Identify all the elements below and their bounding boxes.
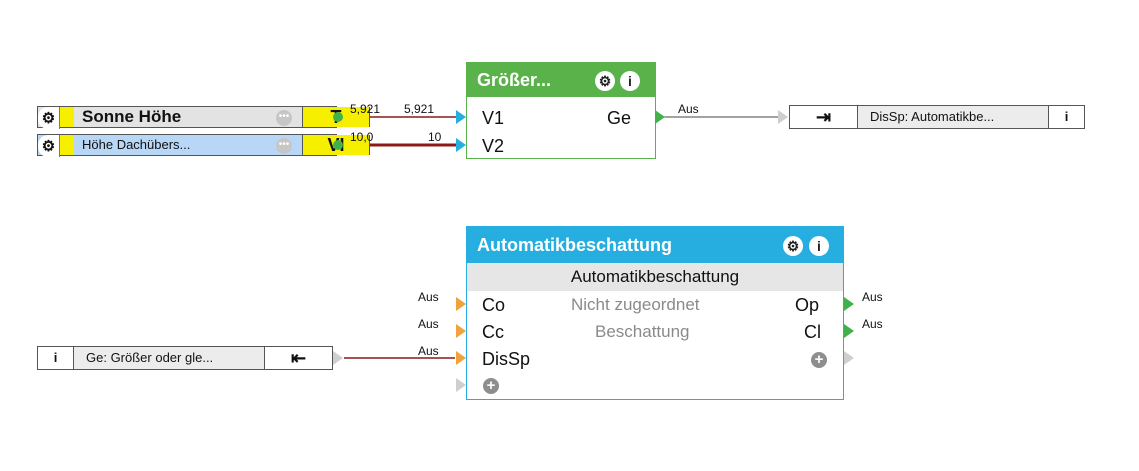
output-label-cl: Cl xyxy=(804,322,821,342)
wire-value-label: 5,921 xyxy=(350,102,381,116)
status-text: Nicht zugeordnet xyxy=(571,295,700,314)
sensor-label: Sonne Höhe xyxy=(82,107,182,126)
input-port-cc[interactable] xyxy=(456,324,466,338)
input-port-co[interactable] xyxy=(456,297,466,311)
gear-icon[interactable]: ⚙ xyxy=(38,107,60,129)
output-label-ge: Ge xyxy=(607,108,632,128)
wire-value-label: Aus xyxy=(678,102,699,116)
output-label-op: Op xyxy=(795,295,820,315)
input-port-v2[interactable] xyxy=(456,138,466,152)
input-port-add[interactable] xyxy=(456,378,466,392)
input-port-v1[interactable] xyxy=(456,110,466,124)
shade-block[interactable]: Automatikbeschattung ⚙ i Automatikbescha… xyxy=(466,226,844,400)
wire-value-label: 10 xyxy=(428,130,442,144)
input-label-cc: Cc xyxy=(482,322,504,342)
connector-label: DisSp: Automatikbe... xyxy=(858,106,1048,128)
input-label-v2: V2 xyxy=(482,136,505,156)
wire-value-label: 10,0 xyxy=(350,130,374,144)
block-title: Größer... xyxy=(477,70,552,90)
connector-output-port[interactable] xyxy=(333,351,343,365)
input-label-co: Co xyxy=(482,295,506,315)
wire-value-label: Aus xyxy=(418,344,439,358)
wire-value-label: Aus xyxy=(418,290,439,304)
wire-value-label: Aus xyxy=(862,290,883,304)
status-text: Beschattung xyxy=(595,322,690,341)
output-port-cl[interactable] xyxy=(844,324,854,338)
connector-in-icon: ⇤ xyxy=(264,347,332,369)
wire-value-label: 5,921 xyxy=(404,102,435,116)
block-subtitle: Automatikbeschattung xyxy=(467,263,843,291)
output-port-ge[interactable] xyxy=(655,110,665,124)
block-title: Automatikbeschattung xyxy=(477,235,673,255)
gear-icon[interactable]: ⚙ xyxy=(38,135,60,157)
sensor-label: Höhe Dachübers... xyxy=(82,137,191,152)
input-label-v1: V1 xyxy=(482,108,505,128)
ellipsis-icon[interactable]: ••• xyxy=(276,138,292,154)
wire-value-label: Aus xyxy=(418,317,439,331)
info-icon[interactable]: i xyxy=(620,71,640,91)
connector-out-icon: ⇥ xyxy=(790,106,858,128)
plus-icon[interactable]: + xyxy=(483,378,499,394)
input-port-dissp[interactable] xyxy=(456,351,466,365)
connector-input-port[interactable] xyxy=(778,110,788,124)
output-port-add[interactable] xyxy=(844,351,854,365)
output-connector[interactable]: ⇥ DisSp: Automatikbe... i xyxy=(789,105,1085,129)
sensor-row-hoehe-dachueberstand[interactable]: ⚙ Höhe Dachübers... ••• VI xyxy=(37,134,370,157)
ellipsis-icon[interactable]: ••• xyxy=(276,110,292,126)
connector-label: Ge: Größer oder gle... xyxy=(74,347,264,369)
info-icon[interactable]: i xyxy=(809,236,829,256)
wire-value-label: Aus xyxy=(862,317,883,331)
info-icon[interactable]: i xyxy=(38,347,74,369)
compare-block[interactable]: Größer... ⚙ i V1 V2 Ge xyxy=(466,62,656,159)
input-connector[interactable]: i Ge: Größer oder gle... ⇤ xyxy=(37,346,333,370)
color-marker xyxy=(60,107,74,127)
gear-icon[interactable]: ⚙ xyxy=(595,71,615,91)
info-icon[interactable]: i xyxy=(1048,106,1084,128)
color-marker xyxy=(60,135,74,155)
output-port-vi[interactable] xyxy=(333,140,343,150)
sensor-row-sonne-hoehe[interactable]: ⚙ Sonne Höhe ••• T xyxy=(37,106,370,129)
block-header[interactable]: Automatikbeschattung xyxy=(467,227,843,263)
input-label-dissp: DisSp xyxy=(482,349,531,369)
gear-icon[interactable]: ⚙ xyxy=(783,236,803,256)
output-port-op[interactable] xyxy=(844,297,854,311)
output-port-t[interactable] xyxy=(333,112,343,122)
plus-icon[interactable]: + xyxy=(811,352,827,368)
